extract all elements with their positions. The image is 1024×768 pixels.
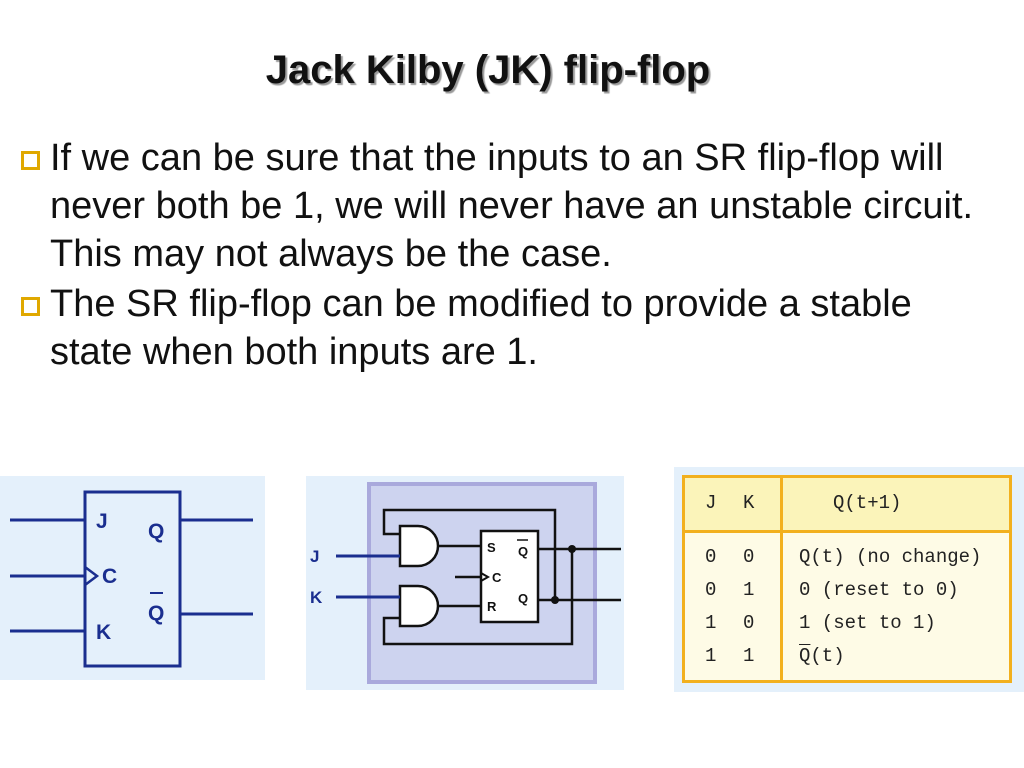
and-gate-top: [398, 524, 440, 568]
row-q-rest: (no change): [844, 546, 982, 568]
flipflop-box: [83, 490, 182, 668]
slide-title: Jack Kilby (JK) flip-flop: [265, 48, 711, 92]
bullet-text: If we can be sure that the inputs to an …: [50, 137, 974, 275]
truth-table-header: J K Q(t+1): [685, 478, 1009, 533]
row-q-rest: (set to 1): [810, 612, 936, 634]
jk-symbol-diagram: J C K Q Q: [10, 490, 253, 668]
row-j: 0: [705, 546, 717, 568]
bullet-list: If we can be sure that the inputs to an …: [12, 134, 1002, 378]
row-k: 0: [743, 612, 755, 634]
c-label: C: [102, 565, 117, 588]
truth-table: J K Q(t+1) 0 0 Q(t) (no change) 0 1 0 (r…: [682, 475, 1012, 683]
truth-table-figure: J K Q(t+1) 0 0 Q(t) (no change) 0 1 0 (r…: [674, 467, 1024, 692]
k-label: K: [96, 621, 111, 644]
k-label: K: [310, 588, 323, 607]
j-label: J: [96, 510, 108, 533]
row-j: 0: [705, 579, 717, 601]
sr-flipflop-box: [479, 529, 540, 624]
qbar-junction: [568, 545, 576, 553]
j-label: J: [310, 547, 319, 566]
r-label: R: [487, 599, 497, 614]
row-q: 1 (set to 1): [799, 612, 936, 634]
q-junction: [551, 596, 559, 604]
row-q: Q(t): [799, 645, 845, 667]
row-q: Q(t) (no change): [799, 546, 981, 568]
q-feedback-wire: [382, 508, 557, 600]
square-bullet-icon: [21, 151, 40, 170]
sr-clock-triangle: [480, 572, 491, 582]
s-label: S: [487, 540, 496, 555]
header-k: K: [743, 492, 755, 514]
jk-circuit-diagram: J K S C R Q Q: [310, 482, 621, 684]
q-label: Q: [518, 591, 528, 606]
q-label: Q: [148, 520, 164, 543]
qbar-label: Q: [518, 544, 528, 559]
jk-symbol-figure: J C K Q Q: [0, 476, 265, 680]
clock-triangle: [84, 566, 100, 586]
row-q: 0 (reset to 0): [799, 579, 959, 601]
square-bullet-icon: [21, 297, 40, 316]
row-j: 1: [705, 612, 717, 634]
column-divider: [780, 478, 783, 680]
row-q-main: Q(t): [799, 546, 845, 568]
row-q-rest: (t): [810, 645, 845, 667]
header-j: J: [705, 492, 717, 514]
bullet-item: If we can be sure that the inputs to an …: [12, 134, 1002, 278]
jk-circuit-figure: J K S C R Q Q: [306, 476, 624, 690]
bullet-item: The SR flip-flop can be modified to prov…: [12, 280, 1002, 376]
row-q-main: Q: [799, 645, 811, 667]
row-k: 0: [743, 546, 755, 568]
bullet-text: The SR flip-flop can be modified to prov…: [50, 283, 912, 373]
row-k: 1: [743, 645, 755, 667]
row-k: 1: [743, 579, 755, 601]
row-q-main: 0: [799, 579, 811, 601]
and-gate-bottom: [398, 584, 440, 628]
c-label: C: [492, 570, 502, 585]
row-q-rest: (reset to 0): [810, 579, 959, 601]
header-q: Q(t+1): [833, 492, 902, 514]
qbar-label: Q: [148, 602, 164, 625]
row-j: 1: [705, 645, 717, 667]
qbar-feedback-wire: [382, 549, 574, 646]
row-q-main: 1: [799, 612, 811, 634]
